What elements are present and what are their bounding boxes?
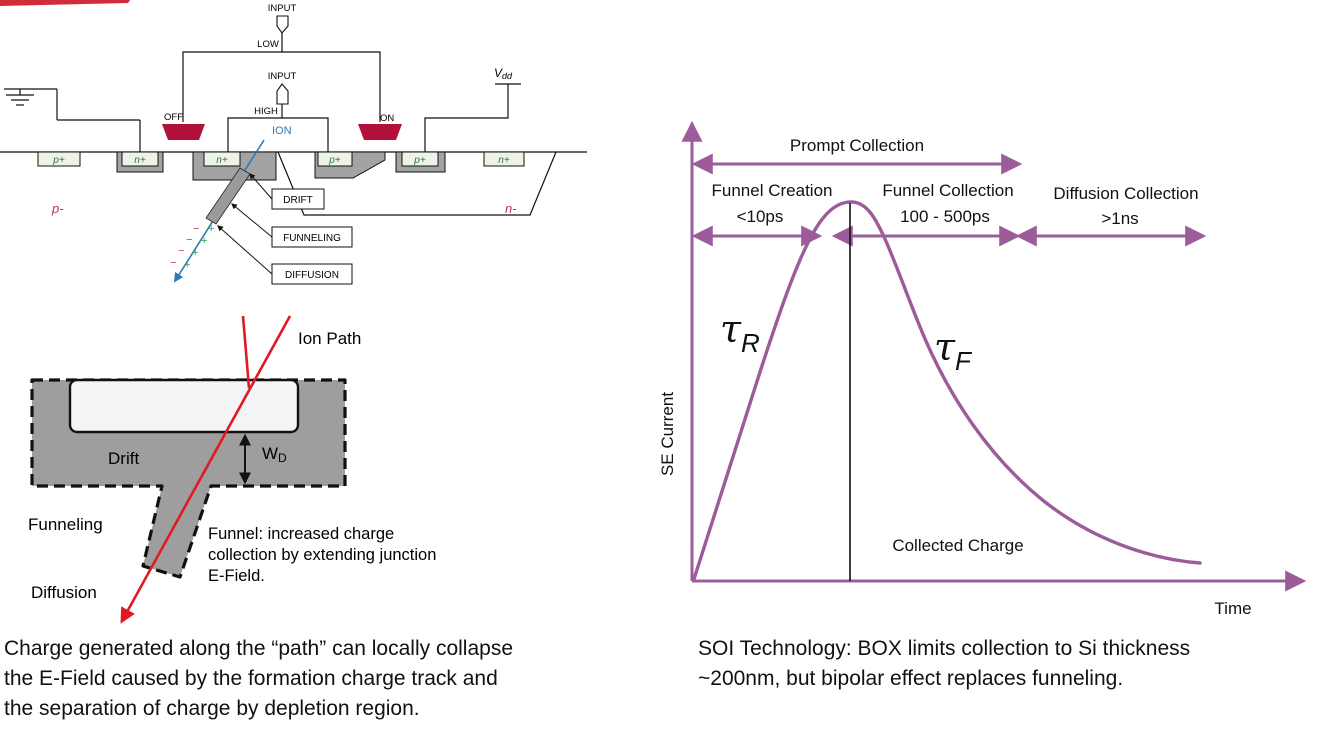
right-caption: SOI Technology: BOX limits collection to… (698, 634, 1298, 694)
x-axis-label: Time (1214, 599, 1251, 618)
n-plus-label: n+ (216, 155, 228, 166)
funnel-note-line: collection by extending junction (208, 546, 436, 564)
plus-charge: + (201, 235, 207, 247)
n-minus-well-label: n- (505, 201, 517, 216)
charge-collection-chart: Prompt Collection Funnel Creation <10ps … (658, 120, 1307, 618)
off-label: OFF (164, 112, 183, 123)
ion-path-arrow (120, 315, 292, 624)
funneling-label: Funneling (28, 515, 103, 534)
minus-charge: − (178, 245, 184, 257)
cmos-cross-section: p+ n+ n+ p+ p+ n+ Vdd INPUT LOW INPUT HI… (0, 0, 587, 285)
caption-line: ~200nm, but bipolar effect replaces funn… (698, 667, 1124, 690)
vdd-connection (424, 84, 509, 152)
diffusion-label: Diffusion (31, 583, 97, 602)
minus-charge: − (170, 257, 176, 269)
ion-path-label: Ion Path (298, 329, 361, 348)
caption-line: the separation of charge by depletion re… (4, 697, 420, 720)
vdd-label: Vdd (494, 66, 513, 81)
drift-label: Drift (108, 449, 139, 468)
funnel-note-line: Funnel: increased charge (208, 525, 394, 543)
caption-line: Charge generated along the “path” can lo… (4, 637, 513, 660)
p-minus-substrate-label: p- (51, 201, 64, 216)
output-interconnect (227, 117, 329, 152)
funnel-creation-time: <10ps (737, 207, 784, 226)
n-plus-region-1 (121, 151, 159, 167)
n-well (277, 151, 557, 216)
funnel-collection-label: Funnel Collection (882, 181, 1013, 200)
p-plus-region-3 (401, 151, 439, 167)
n-plus-region-2 (203, 151, 241, 167)
charge-track (205, 167, 251, 225)
plus-charge: + (208, 223, 214, 235)
prompt-collection-label: Prompt Collection (790, 136, 924, 155)
input-low-label: INPUT (268, 3, 297, 14)
high-label: HIGH (254, 106, 278, 117)
diffusion-collection-time: >1ns (1101, 209, 1138, 228)
ground-icon (4, 88, 141, 152)
input-low-terminal-icon (276, 15, 289, 34)
funnel-diagram: Drift WD Ion Path Funneling Diffusion Fu… (28, 315, 436, 624)
y-axis-label: SE Current (658, 392, 677, 476)
ion-path-vertical (241, 315, 251, 389)
low-label: LOW (257, 39, 279, 50)
wd-label: WD (262, 444, 287, 465)
corner-decoration (0, 0, 130, 6)
diffusion-collection-label: Diffusion Collection (1053, 184, 1198, 203)
ion-label: ION (272, 125, 292, 137)
tau-f-label: τF (934, 325, 973, 376)
on-label: ON (380, 113, 394, 124)
input-high-label: INPUT (268, 71, 297, 82)
caption-line: the E-Field caused by the formation char… (4, 667, 498, 690)
drift-callout-text: DRIFT (283, 195, 312, 206)
plus-charge: + (192, 247, 198, 259)
junction-box (68, 378, 300, 434)
minus-charge: − (193, 223, 199, 235)
funnel-creation-label: Funnel Creation (712, 181, 833, 200)
se-current-curve (692, 200, 1202, 581)
p-plus-label: p+ (52, 155, 65, 166)
collected-charge-label: Collected Charge (892, 536, 1023, 555)
diffusion-callout-text: DIFFUSION (285, 270, 339, 281)
p-plus-region-1 (37, 151, 81, 167)
funnel-note-line: E-Field. (208, 567, 265, 585)
n-plus-label: n+ (498, 155, 510, 166)
p-plus-region-2 (317, 151, 353, 167)
minus-charge: − (186, 234, 192, 246)
on-gate (358, 124, 402, 140)
p-plus-label: p+ (413, 155, 426, 166)
off-gate (162, 124, 205, 140)
plus-charge: + (184, 259, 190, 271)
funneling-callout-text: FUNNELING (283, 233, 341, 244)
caption-line: SOI Technology: BOX limits collection to… (698, 637, 1191, 660)
tau-r-label: τR (720, 307, 760, 358)
funnel-collection-time: 100 - 500ps (900, 207, 990, 226)
n-plus-label: n+ (134, 155, 146, 166)
left-caption: Charge generated along the “path” can lo… (4, 634, 624, 724)
n-plus-region-3 (483, 151, 525, 167)
p-plus-label: p+ (328, 155, 341, 166)
input-high-terminal-icon (276, 83, 289, 105)
